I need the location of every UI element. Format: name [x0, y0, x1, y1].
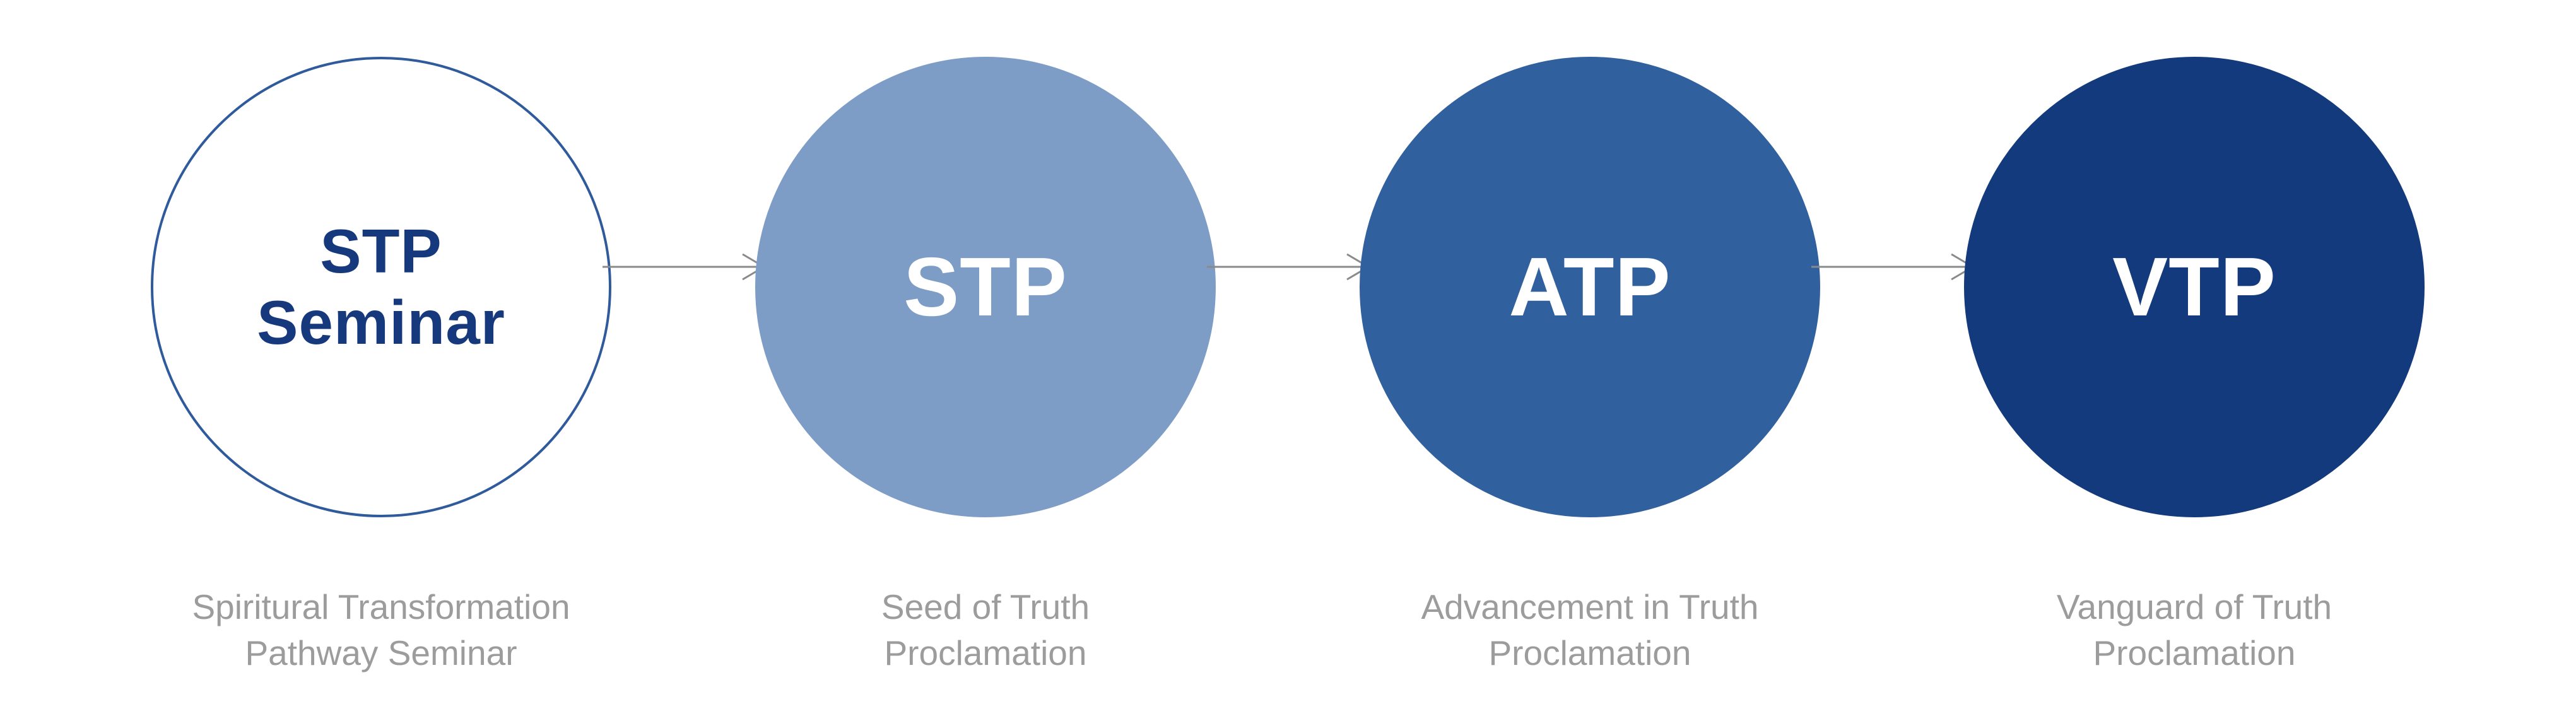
stage-vtp: VTP Vanguard of Truth Proclamation	[1892, 57, 2497, 676]
stage-caption-line: Proclamation	[884, 633, 1087, 672]
stage-circle-label: STP	[903, 240, 1067, 334]
stage-caption: Advancement in Truth Proclamation	[1288, 584, 1892, 676]
stage-circle: STP Seminar	[151, 57, 611, 517]
stage-caption-line: Proclamation	[1488, 633, 1691, 672]
stage-caption-line: Spiritural Transformation	[192, 587, 570, 626]
stage-circle-label: ATP	[1509, 240, 1671, 334]
stage-caption-line: Seed of Truth	[881, 587, 1090, 626]
stage-caption-line: Vanguard of Truth	[2056, 587, 2332, 626]
stage-caption: Seed of Truth Proclamation	[683, 584, 1288, 676]
stage-caption-line: Pathway Seminar	[245, 633, 517, 672]
stage-circle-label: STP	[320, 216, 442, 286]
stage-caption: Spiritural Transformation Pathway Semina…	[79, 584, 683, 676]
stage-circle: VTP	[1964, 57, 2425, 517]
stage-circle-label: Seminar	[257, 288, 505, 357]
stage-circle: ATP	[1360, 57, 1820, 517]
stage-caption: Vanguard of Truth Proclamation	[1892, 584, 2497, 676]
stage-atp: ATP Advancement in Truth Proclamation	[1288, 57, 1892, 676]
stage-circle: STP	[755, 57, 1216, 517]
stage-caption-line: Proclamation	[2093, 633, 2296, 672]
stage-caption-line: Advancement in Truth	[1421, 587, 1759, 626]
stage-stp-seminar: STP Seminar Spiritural Transformation Pa…	[79, 57, 683, 676]
stage-stp: STP Seed of Truth Proclamation	[683, 57, 1288, 676]
stage-circle-label: VTP	[2112, 240, 2276, 334]
